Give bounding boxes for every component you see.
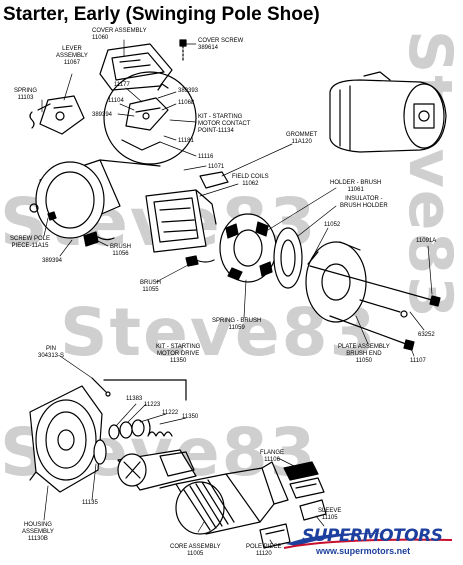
- leader-lines: [41, 39, 433, 547]
- label-11104: 11104: [108, 98, 124, 104]
- label-holder-brush: HOLDER - BRUSH 11061: [330, 180, 382, 193]
- label-cover-screw: COVER SCREW 389614: [198, 38, 244, 51]
- label-core-assembly: CORE ASSEMBLY 11005: [170, 544, 221, 557]
- label-11181: 11181: [178, 138, 194, 144]
- sleeve-part: [299, 499, 327, 521]
- label-11107: 11107: [410, 358, 426, 364]
- insulator-part: [273, 227, 303, 289]
- pin-part: [91, 377, 111, 397]
- grommet-part: [199, 171, 229, 189]
- label-11223: 11223: [144, 402, 161, 408]
- page-title: Starter, Early (Swinging Pole Shoe): [3, 4, 320, 25]
- label-11383: 11383: [126, 396, 143, 402]
- label-389394-bottom: 389394: [42, 258, 63, 264]
- drive-kit-part: [103, 379, 197, 491]
- field-coils-part: [145, 189, 217, 253]
- assembled-starter-part: [329, 71, 447, 153]
- label-screw-pole: SCREW POLE PIECE-11A15: [10, 236, 51, 249]
- label-kit-contact-point: KIT - STARTING MOTOR CONTACT POINT-11134: [198, 114, 251, 134]
- cover-screw-part: [179, 39, 187, 63]
- lever-assembly-part: [29, 95, 85, 135]
- label-11091a: 11091A: [416, 238, 437, 244]
- pole-piece-part: [259, 523, 291, 549]
- core-assembly-part: [159, 461, 289, 535]
- drive-housing-part: [29, 385, 103, 493]
- supermotors-logo: SUPERMOTORS www.supermotors.net: [282, 524, 460, 562]
- label-11177: 11177: [114, 82, 130, 88]
- field-frame-part: [29, 159, 161, 239]
- label-grommet: GROMMET 11A120: [286, 132, 318, 145]
- label-63252: 63252: [418, 332, 435, 338]
- label-11068: 11068: [178, 100, 195, 106]
- logo-url[interactable]: www.supermotors.net: [316, 546, 411, 556]
- label-sleeve: SLEEVE 11105: [318, 508, 342, 521]
- contact-point-kit-part: [103, 71, 197, 165]
- end-plate-part: [305, 241, 367, 323]
- label-pole-piece: POLE PIECE 11120: [246, 544, 282, 557]
- label-pin: PIN 304313-S: [38, 346, 65, 359]
- label-11350: 11350: [182, 414, 199, 420]
- label-389393: 389393: [178, 88, 199, 94]
- label-389394-top: 389394: [92, 112, 113, 118]
- label-flange: FLANGE 11106: [260, 450, 285, 463]
- label-11222: 11222: [162, 410, 179, 416]
- logo-swoosh-icon: [283, 533, 453, 549]
- label-cover-assembly: COVER ASSEMBLY 11060: [92, 28, 147, 41]
- through-bolts-part: [309, 265, 441, 351]
- label-brush-11055: BRUSH 11055: [140, 280, 162, 293]
- label-spring-brush: SPRING - BRUSH 11059: [212, 318, 262, 331]
- label-11116: 11116: [198, 154, 214, 160]
- label-lever-assembly: LEVER ASSEMBLY 11067: [56, 46, 88, 66]
- label-11135: 11135: [82, 500, 98, 506]
- label-insulator: INSULATOR - BRUSH HOLDER: [340, 196, 388, 209]
- logo-text: SUPERMOTORS: [302, 526, 443, 546]
- label-spring: SPRING 11103: [14, 88, 38, 101]
- label-housing: HOUSING ASSEMBLY 11130B: [22, 522, 54, 542]
- label-field-coils: FIELD COILS 11062: [232, 174, 269, 187]
- flange-part: [283, 461, 325, 499]
- label-plate-assembly: PLATE ASSEMBLY BRUSH END 11050: [338, 344, 390, 364]
- bushing-part: [93, 439, 107, 465]
- label-kit-drive: KIT - STARTING MOTOR DRIVE 11350: [156, 344, 201, 364]
- brush-holder-part: [219, 213, 277, 283]
- cover-assembly-part: [99, 43, 173, 91]
- label-brush-11056: BRUSH 11056: [110, 244, 132, 257]
- brush-parts-left: [47, 211, 215, 267]
- label-11052: 11052: [324, 222, 341, 228]
- label-11071: 11071: [208, 164, 225, 170]
